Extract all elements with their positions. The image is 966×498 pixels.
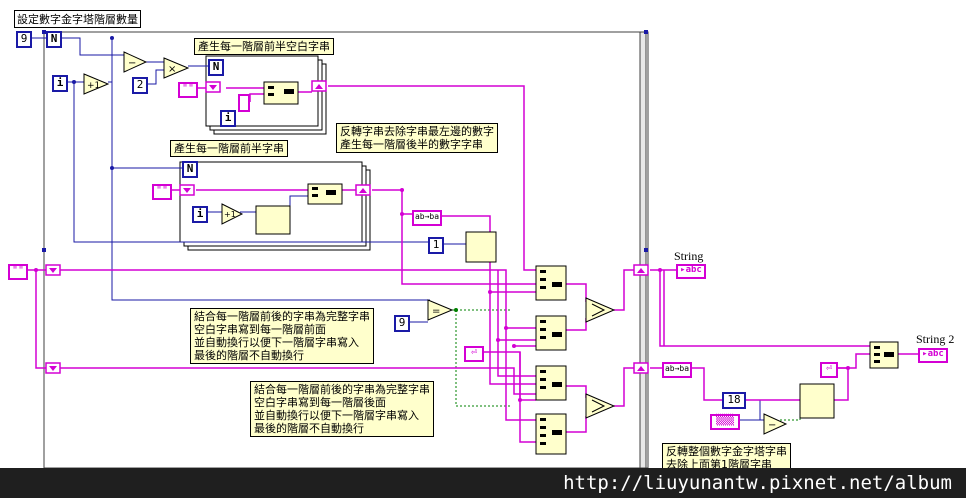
svg-text:×: × <box>168 64 176 75</box>
loop-count-terminal-2: N <box>182 161 198 178</box>
one-constant[interactable]: 1 <box>428 237 444 254</box>
newline-constant-2[interactable]: ⏎ <box>820 362 838 378</box>
numeric-junctions <box>72 36 114 170</box>
combine-note-2: 結合每一階層前後的字串為完整字串 空白字串寫到每一階層後面 並自動換行以便下一階… <box>250 381 434 437</box>
title-label: 設定數字金字塔階層數量 <box>14 10 141 28</box>
empty-string-constant-3[interactable]: "" <box>8 264 28 280</box>
empty-string-constant-2[interactable]: "" <box>152 184 172 200</box>
nine-constant[interactable]: 9 <box>394 315 410 332</box>
space-string-constant[interactable]: ▒▒▒ <box>710 414 740 430</box>
increment-node-2[interactable]: +1 <box>221 203 244 225</box>
iteration-terminal-outer: i <box>52 75 68 92</box>
string-2-indicator-label: String 2 <box>916 332 955 346</box>
tunnel-arrows <box>49 84 645 371</box>
multiply-node[interactable]: × <box>163 57 190 79</box>
reverse-string-node-2[interactable]: ab→ba <box>662 362 692 378</box>
levels-constant[interactable]: 9 <box>16 31 32 48</box>
string-2-indicator[interactable]: ▸abc <box>918 348 948 363</box>
svg-text:=: = <box>432 306 440 317</box>
watermark-bar: http://liuyunantw.pixnet.net/album <box>0 468 966 498</box>
iteration-terminal-1: i <box>220 110 236 127</box>
loop-count-terminal-1: N <box>208 59 224 76</box>
concat-node-details <box>268 86 894 445</box>
select-node-1[interactable] <box>585 297 616 323</box>
reverse-note: 反轉字串去除字串最左邊的數字 產生每一階層後半的數字字串 <box>336 123 498 153</box>
string-indicator-label: String <box>674 249 704 263</box>
string-indicator[interactable]: ▸abc <box>676 264 706 279</box>
svg-text:−: − <box>768 420 776 431</box>
svg-text:+1: +1 <box>224 210 236 219</box>
loop-count-terminal-outer: N <box>46 31 62 48</box>
loop1-label: 產生每一階層前半空白字串 <box>194 38 334 55</box>
newline-constant-1[interactable]: ⏎ <box>464 346 484 362</box>
svg-text:−: − <box>128 58 136 69</box>
two-constant[interactable]: 2 <box>132 77 148 94</box>
subtract-node[interactable]: − <box>123 51 148 73</box>
svg-text:+1: +1 <box>87 81 100 91</box>
loop2-label: 產生每一階層前半字串 <box>170 140 288 157</box>
eighteen-constant[interactable]: 18 <box>722 392 746 409</box>
string-junctions <box>34 188 850 402</box>
subtract-node-2[interactable]: − <box>763 413 788 435</box>
iteration-terminal-2: i <box>192 206 208 223</box>
space-char-constant[interactable] <box>238 94 250 112</box>
equal-node[interactable]: = <box>427 299 454 321</box>
reverse-string-node-1[interactable]: ab→ba <box>412 210 442 226</box>
select-node-2[interactable] <box>585 393 616 419</box>
increment-node-1[interactable]: +1 <box>83 73 110 95</box>
numeric-wires <box>30 37 764 421</box>
combine-note-1: 結合每一階層前後的字串為完整字串 空白字串寫到每一階層前面 並自動換行以便下一階… <box>190 308 374 364</box>
empty-string-constant-1[interactable]: "" <box>178 82 198 98</box>
boolean-wires <box>452 309 801 421</box>
boolean-junction <box>454 308 458 312</box>
